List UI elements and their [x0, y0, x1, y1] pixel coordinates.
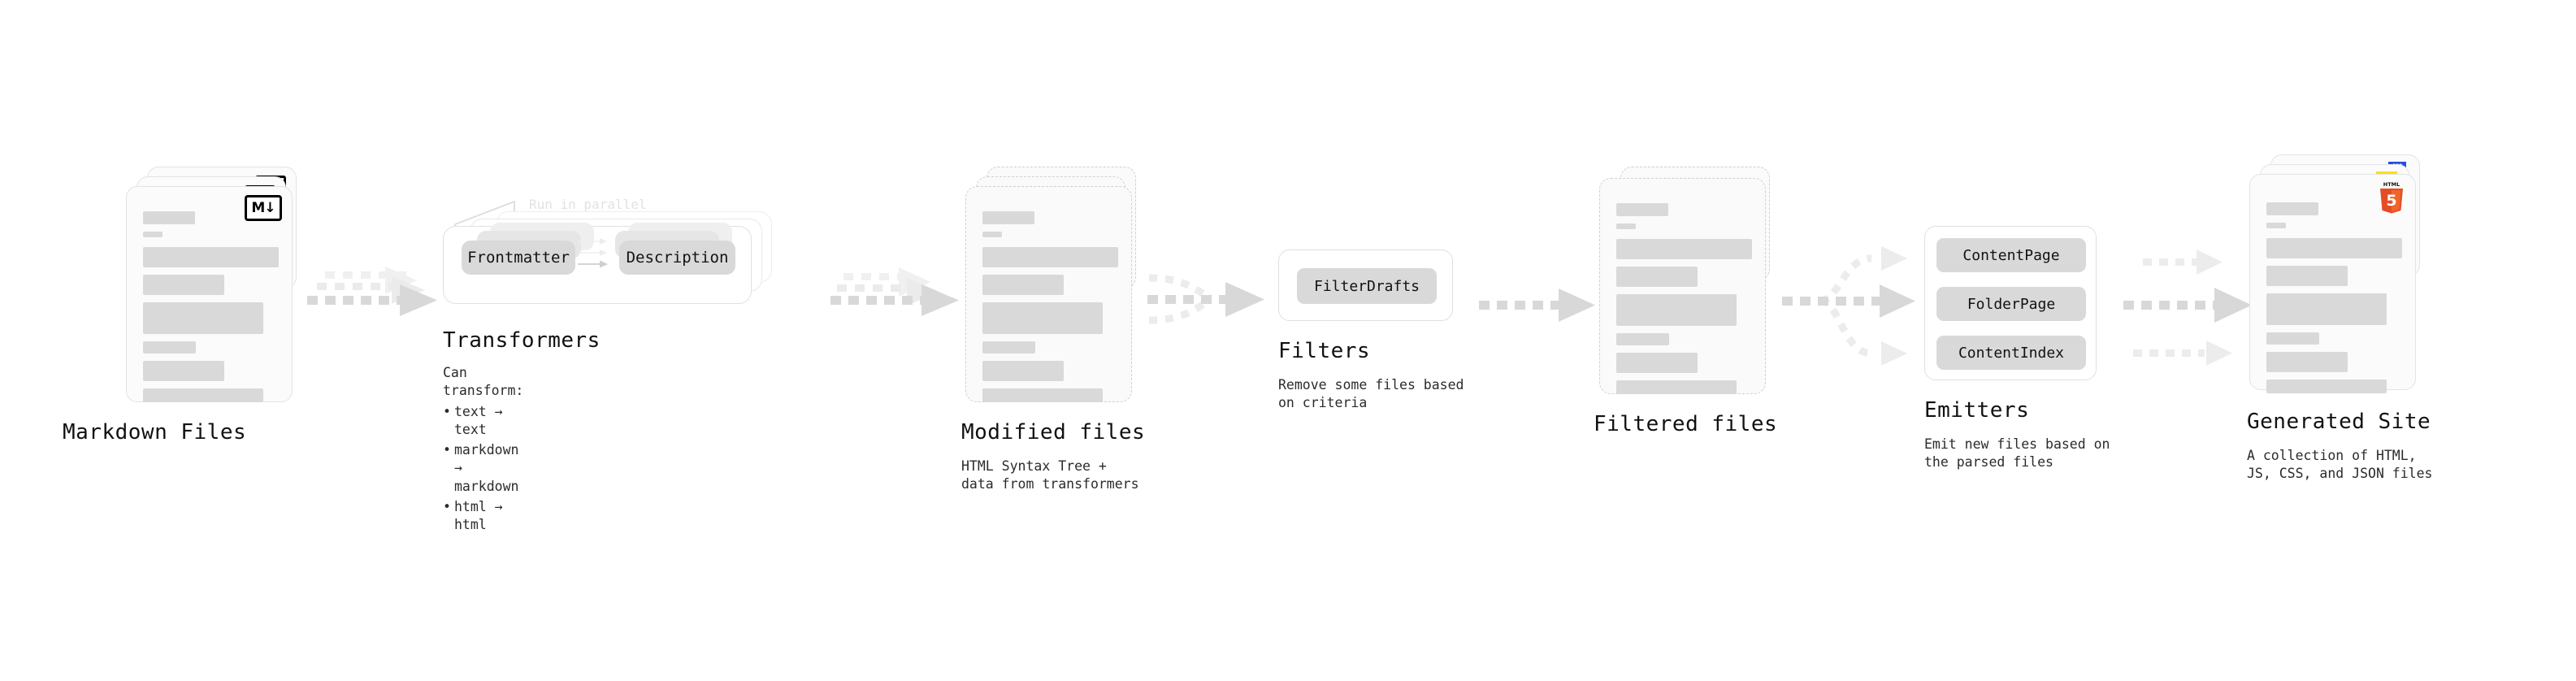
filtered-file-stack [1599, 167, 1770, 402]
svg-text:5: 5 [2386, 192, 2396, 210]
stage-subtitle: HTML Syntax Tree + data from transformer… [961, 458, 1145, 494]
filtered-card-front [1599, 178, 1766, 394]
arrow-filters-to-filtered [1463, 280, 1609, 337]
emitter-chip-contentindex[interactable]: ContentIndex [1936, 336, 2086, 370]
stage-emitters: ContentPage FolderPage ContentIndex Emit… [1924, 226, 2110, 472]
subtitle-line: A collection of HTML, [2247, 448, 2417, 463]
subtitle-line: data from transformers [961, 476, 1139, 492]
transformer-chip-frontmatter[interactable]: Frontmatter [462, 241, 575, 275]
subtitle-line: on criteria [1278, 395, 1368, 411]
emitter-chip-contentpage[interactable]: ContentPage [1936, 238, 2086, 272]
subtitle-line: Emit new files based on [1924, 436, 2110, 452]
arrow-markdown-to-transformers [307, 265, 470, 354]
emitters-box: ContentPage FolderPage ContentIndex [1924, 226, 2097, 380]
arrow-filtered-to-emitters [1776, 236, 1938, 398]
emitter-chip-folderpage[interactable]: FolderPage [1936, 287, 2086, 321]
placeholder-bars [143, 211, 279, 410]
stage-title: Markdown Files [63, 420, 247, 445]
stage-modified-files: Modified files HTML Syntax Tree + data f… [961, 167, 1145, 494]
subtitle-line: Remove some files based [1278, 377, 1464, 393]
svg-text:HTML: HTML [2383, 181, 2400, 188]
chip-label: ContentPage [1962, 246, 2060, 264]
modified-file-stack [965, 167, 1136, 402]
stage-subtitle: A collection of HTML, JS, CSS, and JSON … [2247, 447, 2432, 484]
stage-title: Filters [1278, 339, 1371, 363]
html-card: HTML 5 [2249, 174, 2416, 393]
stage-filters: FilterDrafts Filters Remove some files b… [1278, 249, 1464, 413]
arrow-emitters-to-site [2109, 236, 2263, 390]
chip-label: Frontmatter [467, 249, 570, 267]
arrow-icon [307, 267, 437, 316]
arrow-modified-to-filters [1130, 258, 1292, 364]
chip-label: ContentIndex [1958, 344, 2065, 362]
filters-box: FilterDrafts [1278, 249, 1453, 321]
markdown-card-front: M↓ [126, 186, 293, 402]
stage-markdown-files: M↓ M↓ M↓ Markdown Files [63, 167, 297, 445]
generated-site-stack: CSS HTML 5 [2249, 154, 2420, 393]
placeholder-bars [1616, 203, 1752, 401]
markdown-file-stack: M↓ M↓ M↓ [126, 167, 297, 402]
arrow-split-icon [1782, 246, 1915, 366]
arrow-merge-icon [1147, 274, 1264, 324]
arrow-icon [830, 267, 959, 316]
arrow-transformers-to-modified [819, 265, 974, 354]
subtitle-line: the parsed files [1924, 454, 2053, 471]
chip-label: FolderPage [1967, 295, 2056, 313]
stage-subtitle: Emit new files based on the parsed files [1924, 436, 2110, 472]
stage-generated-site: CSS HTML 5 [2247, 154, 2432, 484]
chip-label: FilterDrafts [1313, 277, 1420, 295]
stage-title: Modified files [961, 420, 1146, 445]
stage-subtitle: Remove some files based on criteria [1278, 376, 1464, 413]
chip-label: Description [626, 249, 729, 267]
placeholder-bars [2266, 202, 2402, 401]
markdown-icon: M↓ [245, 195, 282, 221]
html5-icon: HTML 5 [2376, 180, 2407, 214]
arrow-icon [1479, 288, 1595, 322]
arrow-icon [2123, 249, 2252, 366]
stage-title: Transformers [443, 328, 601, 353]
stage-subtitle: Can transform: text → text markdown → ma… [443, 364, 523, 534]
bullet-item: markdown → markdown [443, 441, 523, 496]
subtitle-line: HTML Syntax Tree + [961, 458, 1107, 474]
subtitle-heading: Can transform: [443, 365, 524, 399]
stage-filtered-files: Filtered files [1594, 167, 1777, 436]
inner-flow-arrow-icon [578, 238, 608, 268]
placeholder-bars [982, 211, 1118, 410]
run-in-parallel-label: Run in parallel [529, 197, 647, 212]
stage-title: Generated Site [2247, 410, 2431, 434]
modified-card-front [965, 186, 1132, 402]
transformer-chip-description[interactable]: Description [619, 241, 735, 275]
filter-chip-filterdrafts[interactable]: FilterDrafts [1297, 268, 1437, 304]
bullet-item: html → html [443, 498, 523, 535]
bullet-item: text → text [443, 403, 523, 440]
stage-title: Emitters [1924, 398, 2030, 423]
subtitle-line: JS, CSS, and JSON files [2247, 466, 2433, 482]
stage-title: Filtered files [1594, 412, 1778, 436]
